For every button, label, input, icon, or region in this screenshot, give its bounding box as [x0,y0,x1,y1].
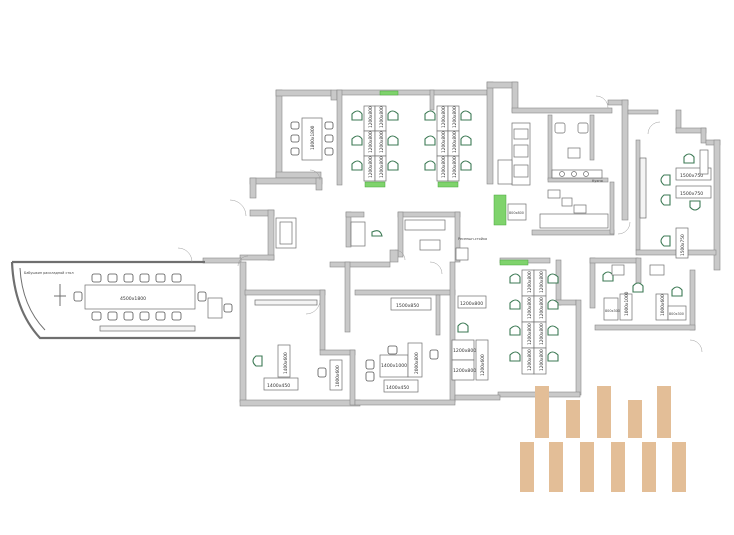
svg-text:1200x800: 1200x800 [452,131,458,153]
doors [177,95,703,353]
svg-text:Бабушкин раскладной стол: Бабушкин раскладной стол [24,271,74,275]
svg-text:4500x1800: 4500x1800 [120,296,146,302]
svg-text:1200x800: 1200x800 [527,297,533,319]
svg-text:1200x800: 1200x800 [368,156,374,178]
svg-text:1200x800: 1200x800 [453,348,476,354]
conference-room: 4500x1800 Бабушкин раскладной стол [24,271,233,332]
svg-text:800x300: 800x300 [669,312,684,316]
svg-text:1500x750: 1500x750 [680,191,703,197]
svg-text:1200x800: 1200x800 [539,349,545,371]
svg-text:1000x1000: 1000x1000 [624,291,630,316]
lounge: Ресепшн-стойка [275,217,487,261]
svg-text:1400x1000: 1400x1000 [381,363,407,369]
svg-text:1400x450: 1400x450 [267,383,290,389]
svg-text:1200x800: 1200x800 [379,131,385,153]
svg-text:1400x600: 1400x600 [283,352,289,374]
svg-text:1500x750: 1500x750 [680,234,686,256]
svg-text:1200x800: 1200x800 [368,131,374,153]
svg-text:1200x800: 1200x800 [441,156,447,178]
svg-text:1200x800: 1200x800 [460,301,483,307]
svg-text:1200x800: 1200x800 [527,271,533,293]
svg-text:800x800: 800x800 [509,211,524,215]
svg-text:1500x750: 1500x750 [680,173,703,179]
open-space-top: 1200x800 1200x800 1200x800 1200x800 1200… [351,90,472,188]
open-space-right: 1200x800 1200x800 1200x800 1200x800 1200… [509,264,687,375]
svg-text:1200x800: 1200x800 [453,368,476,374]
svg-text:1200x800: 1200x800 [379,156,385,178]
meeting-room-small: 1800x1800 [290,117,334,161]
svg-text:1200x800: 1200x800 [441,106,447,128]
svg-text:1500x850: 1500x850 [396,303,419,309]
svg-text:2000x800: 2000x800 [414,352,420,374]
svg-text:1200x800: 1200x800 [539,323,545,345]
svg-text:1200x800: 1200x800 [539,271,545,293]
svg-text:1200x800: 1200x800 [527,349,533,371]
svg-text:Кухня: Кухня [592,179,603,183]
left-office: 1400x600 1400x450 1000x600 [252,299,343,391]
meeting-table-label: 1800x1800 [310,125,316,150]
svg-text:800x300: 800x300 [605,309,620,313]
top-right-office: 1500x750 1500x750 1500x750 [639,149,712,259]
svg-text:Ресепшн-стойка: Ресепшн-стойка [458,237,487,241]
svg-text:1200x800: 1200x800 [539,297,545,319]
svg-text:1200x800: 1200x800 [368,106,374,128]
kitchen: 800x800 Кухня [493,122,609,229]
watermark-logo-icon [520,386,686,492]
svg-text:1200x800: 1200x800 [527,323,533,345]
svg-text:1200x600: 1200x600 [480,354,486,376]
svg-text:1200x800: 1200x800 [452,106,458,128]
svg-text:1400x450: 1400x450 [386,385,409,391]
svg-text:1200x800: 1200x800 [452,156,458,178]
svg-text:1200x800: 1200x800 [441,131,447,153]
svg-text:1000x600: 1000x600 [660,294,666,316]
center-office: 1500x850 1400x1000 2000x800 1400x450 120… [365,259,529,393]
conference-chairs [73,273,207,321]
svg-text:1200x800: 1200x800 [379,106,385,128]
meeting-table [301,117,323,161]
svg-text:1000x600: 1000x600 [335,365,341,387]
